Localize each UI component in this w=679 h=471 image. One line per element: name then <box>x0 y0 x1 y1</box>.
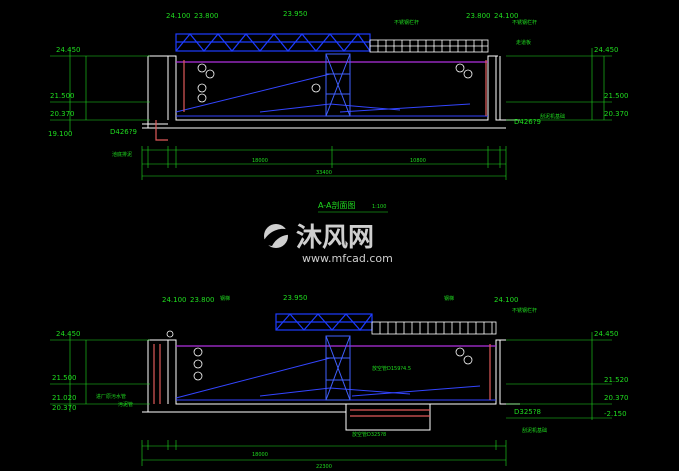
aa-slope <box>175 73 488 117</box>
bb-left-elev-3: 21.020 <box>52 394 77 402</box>
aa-dim-2: 10800 <box>410 158 426 164</box>
bb-mid-pipe: 放空管D159?4.5 <box>372 365 411 372</box>
aa-left-pipe: D426?9 <box>110 128 137 136</box>
aa-pipes <box>155 60 487 141</box>
bb-right-elev-3: 20.370 <box>604 394 629 402</box>
bb-slope <box>175 357 496 401</box>
watermark-brand: 沐风网 <box>296 223 374 253</box>
bb-dimensions <box>50 332 612 466</box>
bb-elev-truss: 23.950 <box>283 294 308 302</box>
aa-right-pipe: D426?9 <box>514 118 541 126</box>
bb-pipes <box>153 344 491 417</box>
bb-label-right-1: 钢梯 <box>444 295 454 302</box>
bb-truss <box>275 313 373 331</box>
bb-walkway <box>371 321 497 335</box>
bb-right-elev-2: 21.520 <box>604 376 629 384</box>
aa-label-right-1: 不锈钢栏杆 <box>394 19 419 26</box>
bb-left-elev-4: 20.370 <box>52 404 77 412</box>
aa-elev-top-right-1: 23.800 <box>466 12 491 20</box>
watermark-url: www.mfcad.com <box>302 252 393 265</box>
bb-left-elev-2: 21.500 <box>52 374 77 382</box>
aa-right-elev-2: 21.500 <box>604 92 629 100</box>
bb-right-elev-1: 24.450 <box>594 330 619 338</box>
bb-left-label-1: 进厂原污水管 <box>96 393 126 400</box>
bb-dim-1: 18000 <box>252 452 268 458</box>
bb-elev-top-right: 24.100 <box>494 296 519 304</box>
aa-right-elev-3: 20.370 <box>604 110 629 118</box>
aa-column <box>325 53 351 117</box>
aa-dim-total: 33400 <box>316 170 332 176</box>
bb-elev-top-left-2: 23.800 <box>190 296 215 304</box>
aa-elev-top-right-2: 24.100 <box>494 12 519 20</box>
bb-right-elev-4: -2.150 <box>604 410 627 418</box>
watermark: 沐风网 www.mfcad.com <box>262 223 393 265</box>
bb-bottom-pipe: 放空管D325?8 <box>352 431 386 438</box>
bb-right-label: 刮泥机基础 <box>522 427 547 434</box>
aa-dimensions <box>50 48 612 180</box>
aa-left-elev-4: 19.100 <box>48 130 73 138</box>
bb-label-left-1: 钢梯 <box>220 295 230 302</box>
aa-elev-top-left-2: 23.800 <box>194 12 219 20</box>
aa-left-pipe-label: 池底排泥 <box>112 151 132 158</box>
aa-left-elev-2: 21.500 <box>50 92 75 100</box>
bb-right-pipe: D325?8 <box>514 408 541 416</box>
aa-walkway <box>369 39 489 53</box>
aa-scale: 1:100 <box>372 204 386 210</box>
aa-truss <box>175 33 371 52</box>
bb-elev-top-left-1: 24.100 <box>162 296 187 304</box>
bb-callouts <box>166 330 473 381</box>
aa-left-elev-3: 20.370 <box>50 110 75 118</box>
aa-elev-top-left-1: 24.100 <box>166 12 191 20</box>
aa-right-label: 刮泥机基础 <box>540 113 565 120</box>
aa-label-right-2: 不锈钢栏杆 <box>512 19 537 26</box>
section-aa: 24.100 23.800 23.950 23.800 24.100 不锈钢栏杆… <box>48 10 629 213</box>
section-bb: 24.100 23.800 钢梯 23.950 钢梯 24.100 不锈钢栏杆 … <box>50 294 629 470</box>
aa-left-elev-1: 24.450 <box>56 46 81 54</box>
watermark-logo-icon <box>262 224 300 248</box>
aa-tank-walls <box>142 55 520 129</box>
aa-callouts <box>197 63 473 103</box>
aa-title: A-A剖面图 <box>318 200 355 210</box>
bb-left-elev-1: 24.450 <box>56 330 81 338</box>
aa-right-elev-1: 24.450 <box>594 46 619 54</box>
aa-dim-1: 18000 <box>252 158 268 164</box>
bb-left-label-2: 污泥管 <box>118 401 133 408</box>
aa-elev-truss: 23.950 <box>283 10 308 18</box>
bb-label-right-2: 不锈钢栏杆 <box>512 307 537 314</box>
bb-column <box>325 335 351 401</box>
bb-dim-total: 22300 <box>316 464 332 470</box>
aa-label-right-3: 走道板 <box>516 39 531 46</box>
